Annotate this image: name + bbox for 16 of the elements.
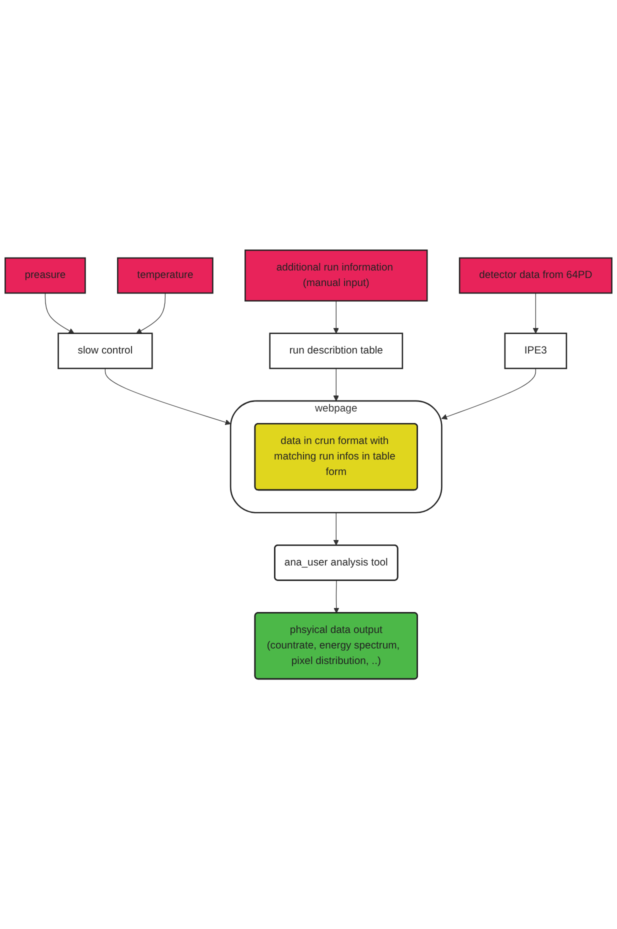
arrow [136, 292, 166, 334]
node-box: preasure [4, 257, 86, 294]
arrow [44, 292, 74, 334]
node-box: run describtion table [269, 332, 404, 369]
node-box: additional run information (manual input) [244, 249, 428, 302]
arrow [104, 368, 231, 425]
node-box: temperature [117, 257, 214, 294]
node-box: detector data from 64PD [458, 257, 612, 294]
arrow [333, 512, 339, 546]
arrow [441, 368, 536, 420]
arrow [334, 580, 340, 614]
arrow [532, 292, 539, 334]
node-box: IPE3 [504, 332, 568, 369]
node-box: slow control [58, 332, 153, 369]
arrow [333, 368, 339, 402]
arrow [333, 300, 339, 334]
